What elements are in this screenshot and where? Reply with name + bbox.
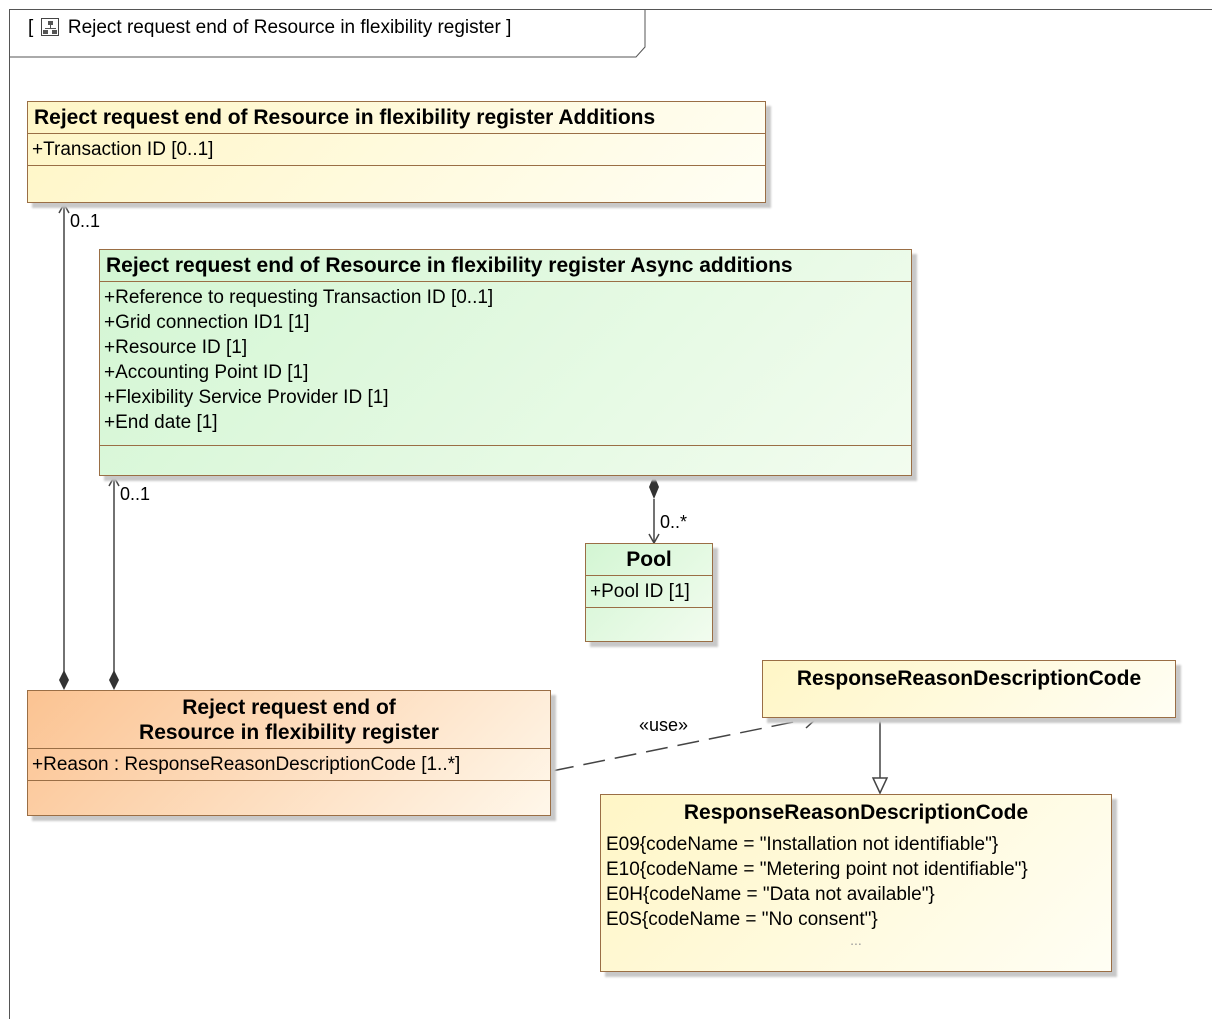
attribute-compartment: +Reason : ResponseReasonDescriptionCode … (28, 749, 550, 781)
enum-literal: E09{codeName = "Installation not identif… (606, 834, 999, 855)
class-name: ResponseReasonDescriptionCode (683, 801, 1029, 824)
class-name: Pool (586, 544, 712, 576)
frame-title-text: Reject request end of Resource in flexib… (67, 17, 501, 38)
title-bracket-close: ] (506, 17, 512, 38)
class-diagram-icon (40, 18, 59, 36)
class-additions[interactable]: Reject request end of Resource in flexib… (27, 101, 766, 203)
composition-main-to-async (108, 475, 120, 690)
composition-async-to-pool (648, 475, 660, 545)
attribute-compartment: +Reference to requesting Transaction ID … (100, 282, 911, 446)
class-name: Reject request end of Resource in flexib… (28, 691, 550, 749)
more-ellipsis: ... (850, 932, 862, 948)
class-name-line2: Resource in flexibility register (139, 721, 439, 744)
diagram-frame-tab (9, 9, 646, 58)
class-name: Reject request end of Resource in flexib… (28, 102, 765, 134)
composition-main-to-additions (58, 202, 70, 690)
class-async-additions[interactable]: Reject request end of Resource in flexib… (99, 249, 912, 476)
attribute: +Pool ID [1] (590, 581, 690, 602)
literal-compartment: E09{codeName = "Installation not identif… (601, 828, 1111, 952)
attribute: +Accounting Point ID [1] (104, 362, 309, 383)
diagram-title[interactable]: [ Reject request end of Resource in flex… (28, 17, 511, 39)
attribute-compartment: +Pool ID [1] (586, 576, 712, 608)
attribute: +End date [1] (104, 412, 218, 433)
attribute: +Reason : ResponseReasonDescriptionCode … (32, 754, 461, 775)
generalization-rrdc (871, 718, 889, 795)
attribute: +Grid connection ID1 [1] (104, 312, 310, 333)
enum-literal: E0S{codeName = "No consent"} (606, 909, 878, 930)
multiplicity-additions: 0..1 (70, 211, 101, 231)
attribute: +Resource ID [1] (104, 337, 248, 358)
attribute: +Transaction ID [0..1] (32, 139, 214, 160)
class-name-line1: Reject request end of (182, 696, 396, 719)
title-bracket-open: [ (28, 17, 34, 38)
class-rrdc-reference[interactable]: ResponseReasonDescriptionCode (762, 660, 1176, 718)
attribute-compartment: +Transaction ID [0..1] (28, 134, 765, 166)
class-name: Reject request end of Resource in flexib… (100, 250, 911, 282)
class-pool[interactable]: Pool +Pool ID [1] (585, 543, 713, 642)
multiplicity-pool: 0..* (660, 512, 688, 532)
enum-literal: E10{codeName = "Metering point not ident… (606, 859, 1028, 880)
use-stereotype-label: «use» (639, 715, 689, 735)
attribute: +Reference to requesting Transaction ID … (104, 287, 494, 308)
class-reject-request-end[interactable]: Reject request end of Resource in flexib… (27, 690, 551, 816)
multiplicity-async: 0..1 (120, 484, 151, 504)
enum-rrdc[interactable]: ResponseReasonDescriptionCode E09{codeNa… (600, 794, 1112, 972)
attribute: +Flexibility Service Provider ID [1] (104, 387, 389, 408)
enum-literal: E0H{codeName = "Data not available"} (606, 884, 935, 905)
frame-tab-outline (9, 9, 646, 58)
diagram-frame (9, 9, 1212, 1019)
class-name: ResponseReasonDescriptionCode (796, 667, 1142, 690)
